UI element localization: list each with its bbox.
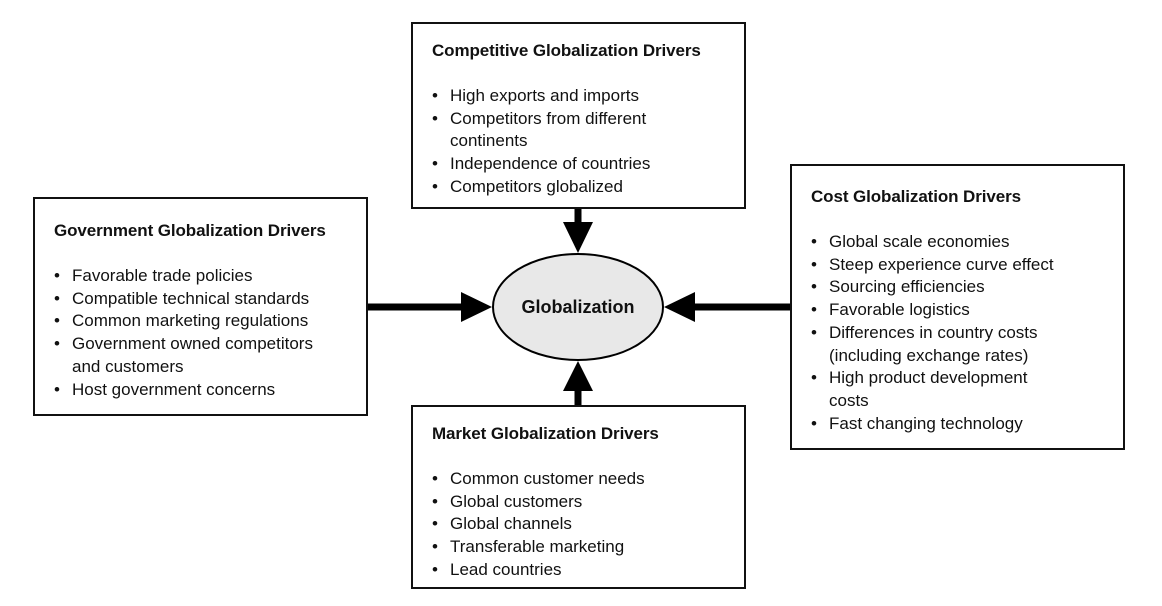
cost-drivers-title: Cost Globalization Drivers [811, 187, 1021, 206]
list-item: Competitors globalized [432, 176, 650, 199]
list-item-continuation: and customers [72, 356, 184, 376]
list-item: Common customer needs [432, 468, 645, 491]
list-item: Common marketing regulations [54, 310, 313, 333]
list-item: Competitors from different [432, 108, 650, 131]
list-item: Host government concerns [54, 379, 313, 402]
list-item: Global channels [432, 513, 645, 536]
list-item: Favorable trade policies [54, 265, 313, 288]
list-item: Steep experience curve effect [811, 254, 1054, 277]
list-item: Fast changing technology [811, 413, 1054, 436]
government-drivers-list: Favorable trade policiesCompatible techn… [54, 265, 313, 401]
cost-drivers-list: Global scale economiesSteep experience c… [811, 231, 1054, 435]
list-item-continuation: (including exchange rates) [829, 345, 1029, 365]
list-item-continuation: costs [829, 390, 869, 410]
list-item: High product development [811, 367, 1054, 390]
list-item: Sourcing efficiencies [811, 276, 1054, 299]
competitive-drivers-list: High exports and importsCompetitors from… [432, 85, 650, 199]
list-item: Global customers [432, 491, 645, 514]
arrow-government-head [461, 292, 492, 322]
list-item: Government owned competitors [54, 333, 313, 356]
list-item: Lead countries [432, 559, 645, 582]
list-item: High exports and imports [432, 85, 650, 108]
list-item-continuation: continents [450, 131, 528, 151]
list-item: Independence of countries [432, 153, 650, 176]
competitive-drivers-box: Competitive Globalization Drivers High e… [411, 22, 746, 209]
list-item: Differences in country costs [811, 322, 1054, 345]
list-item: Transferable marketing [432, 536, 645, 559]
arrow-market-head [563, 361, 593, 391]
globalization-ellipse [492, 253, 664, 361]
arrow-cost-head [664, 292, 695, 322]
government-drivers-box: Government Globalization Drivers Favorab… [33, 197, 368, 416]
market-drivers-list: Common customer needsGlobal customersGlo… [432, 468, 645, 582]
government-drivers-title: Government Globalization Drivers [54, 221, 326, 240]
arrow-competitive-head [563, 222, 593, 253]
competitive-drivers-title: Competitive Globalization Drivers [432, 41, 701, 60]
globalization-label: Globalization [521, 296, 635, 317]
market-drivers-box: Market Globalization Drivers Common cust… [411, 405, 746, 589]
list-item: Favorable logistics [811, 299, 1054, 322]
market-drivers-title: Market Globalization Drivers [432, 424, 659, 443]
list-item: Compatible technical standards [54, 288, 313, 311]
cost-drivers-box: Cost Globalization Drivers Global scale … [790, 164, 1125, 450]
list-item: Global scale economies [811, 231, 1054, 254]
